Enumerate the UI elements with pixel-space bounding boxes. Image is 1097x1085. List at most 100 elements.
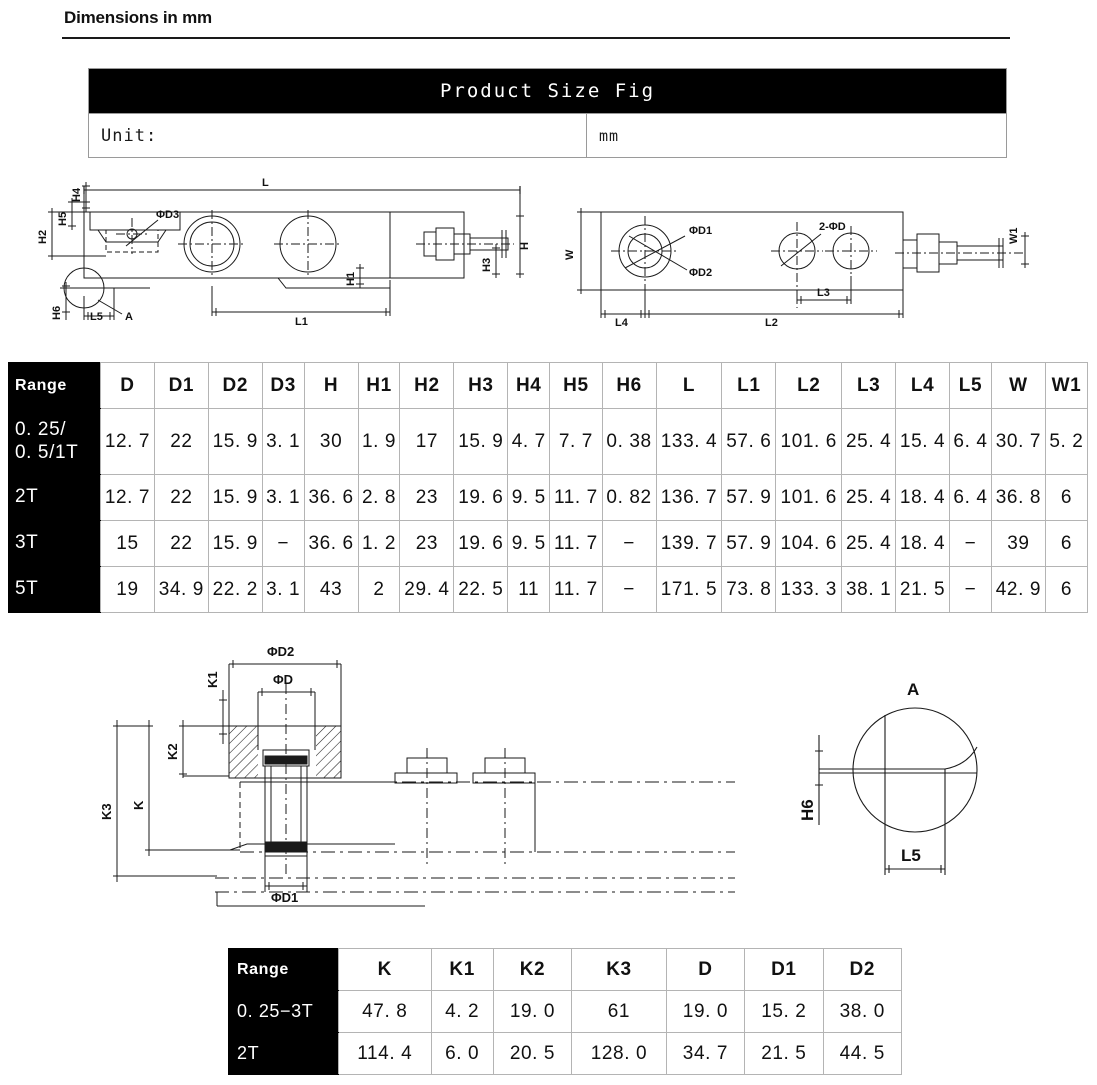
value-cell-D3: 3. 1 <box>261 566 305 613</box>
value-cell-H4: 9. 5 <box>507 520 551 567</box>
col-header-D3: D3 <box>261 362 305 409</box>
value-cell-W1: 6 <box>1044 474 1089 521</box>
value-cell-D2: 15. 9 <box>207 520 263 567</box>
value-cell-D: 15 <box>100 520 155 567</box>
plan-view-drawing: W W1 L2 L3 L4 ΦD1 ΦD2 2-ΦD <box>564 168 1075 338</box>
value-cell-L: 171. 5 <box>655 566 723 613</box>
value-cell-H6: − <box>601 566 657 613</box>
range-cell: 2T <box>228 1032 339 1075</box>
value-cell-H1: 1. 2 <box>357 520 401 567</box>
dim-label-H1: H1 <box>345 272 357 286</box>
dim-label-K: K <box>131 800 146 810</box>
main-table-header-row: Range D D1 D2 D3 H H1 H2 H3 H4 H5 H6 L L… <box>8 362 1089 409</box>
col-header-L4: L4 <box>895 362 951 409</box>
col-header-L1: L1 <box>721 362 777 409</box>
value-cell-D1: 34. 9 <box>153 566 209 613</box>
k-table-header-row: Range K K1 K2 K3 D D1 D2 <box>228 948 903 991</box>
col-header-H4: H4 <box>507 362 551 409</box>
kcol-header-D2: D2 <box>822 948 903 991</box>
dim-label-L3: L3 <box>817 287 830 299</box>
side-elevation-drawing: L L1 H H3 H1 H2 H5 H4 H6 L5 A ΦD3 <box>30 168 550 338</box>
value-cell-W1: 5. 2 <box>1044 408 1089 475</box>
value-cell-L5: 6. 4 <box>949 408 992 475</box>
value-cell-H2: 23 <box>399 474 455 521</box>
value-cell-D: 34. 7 <box>665 1032 746 1075</box>
dim-label-phiD3: ΦD3 <box>156 209 179 221</box>
value-cell-H5: 7. 7 <box>549 408 603 475</box>
value-cell-W: 36. 8 <box>990 474 1046 521</box>
value-cell-D3: − <box>261 520 305 567</box>
value-cell-L5: − <box>949 520 992 567</box>
value-cell-H3: 19. 6 <box>453 520 509 567</box>
value-cell-L2: 104. 6 <box>775 520 843 567</box>
value-cell-H6: 0. 82 <box>601 474 657 521</box>
value-cell-H5: 11. 7 <box>549 566 603 613</box>
col-header-D2: D2 <box>207 362 263 409</box>
value-cell-L2: 133. 3 <box>775 566 843 613</box>
col-header-D1: D1 <box>153 362 209 409</box>
value-cell-L: 139. 7 <box>655 520 723 567</box>
dim-label-K1: K1 <box>205 671 220 688</box>
value-cell-L5: 6. 4 <box>949 474 992 521</box>
unit-label: Unit: <box>88 113 587 158</box>
dim-label-H: H <box>519 242 531 250</box>
dim-label-phiD1: ΦD1 <box>271 890 298 905</box>
value-cell-H3: 15. 9 <box>453 408 509 475</box>
dim-label-L2: L2 <box>765 317 778 329</box>
product-size-fig-title-row: Product Size Fig <box>88 68 1007 114</box>
kcol-header-D1: D1 <box>744 948 824 991</box>
value-cell-L3: 25. 4 <box>841 408 897 475</box>
dim-label-phiD1: ΦD1 <box>689 225 712 237</box>
value-cell-L3: 38. 1 <box>841 566 897 613</box>
value-cell-D3: 3. 1 <box>261 474 305 521</box>
dim-label-W1: W1 <box>1008 228 1020 245</box>
dim-label-W: W <box>565 249 576 260</box>
dim-label-L5: L5 <box>90 311 103 323</box>
product-size-fig-table: Product Size Fig Unit: mm <box>88 68 1007 158</box>
range-cell: 0. 25/0. 5/1T <box>8 408 101 475</box>
value-cell-H2: 23 <box>399 520 455 567</box>
mounting-assembly-drawing: ΦD2 ΦD ΦD1 K1 K2 K K3 <box>95 630 735 925</box>
unit-value: mm <box>586 113 1007 158</box>
value-cell-D1: 15. 2 <box>744 990 824 1033</box>
dim-label-H6: H6 <box>798 799 817 821</box>
value-cell-L2: 101. 6 <box>775 408 843 475</box>
value-cell-K1: 6. 0 <box>430 1032 494 1075</box>
detail-a-drawing: A H6 L5 <box>785 665 1035 900</box>
dim-label-phiD2: ΦD2 <box>689 267 712 279</box>
range-cell: 0. 25−3T <box>228 990 339 1033</box>
value-cell-D: 19 <box>100 566 155 613</box>
value-cell-H2: 17 <box>399 408 455 475</box>
value-cell-W: 30. 7 <box>990 408 1046 475</box>
dim-label-H5: H5 <box>57 212 69 226</box>
value-cell-H3: 19. 6 <box>453 474 509 521</box>
value-cell-D1: 22 <box>153 408 209 475</box>
col-header-D: D <box>100 362 155 409</box>
value-cell-W: 42. 9 <box>990 566 1046 613</box>
value-cell-K3: 128. 0 <box>571 1032 667 1075</box>
range-cell: 5T <box>8 566 101 613</box>
col-header-H6: H6 <box>601 362 657 409</box>
dim-label-L5: L5 <box>901 846 921 865</box>
col-header-L5: L5 <box>949 362 992 409</box>
value-cell-H5: 11. 7 <box>549 474 603 521</box>
col-header-L2: L2 <box>775 362 843 409</box>
value-cell-H: 36. 6 <box>303 474 359 521</box>
value-cell-D2: 44. 5 <box>822 1032 903 1075</box>
value-cell-L3: 25. 4 <box>841 520 897 567</box>
value-cell-K1: 4. 2 <box>430 990 494 1033</box>
page-title: Dimensions in mm <box>64 8 212 27</box>
value-cell-L1: 57. 9 <box>721 520 777 567</box>
detail-a-label: A <box>907 680 919 699</box>
col-header-H3: H3 <box>453 362 509 409</box>
value-cell-H1: 1. 9 <box>357 408 401 475</box>
value-cell-H2: 29. 4 <box>399 566 455 613</box>
col-header-range: Range <box>8 362 101 409</box>
dim-label-K2: K2 <box>165 743 180 760</box>
value-cell-L: 136. 7 <box>655 474 723 521</box>
col-header-H2: H2 <box>399 362 455 409</box>
dim-label-H2: H2 <box>37 230 49 244</box>
